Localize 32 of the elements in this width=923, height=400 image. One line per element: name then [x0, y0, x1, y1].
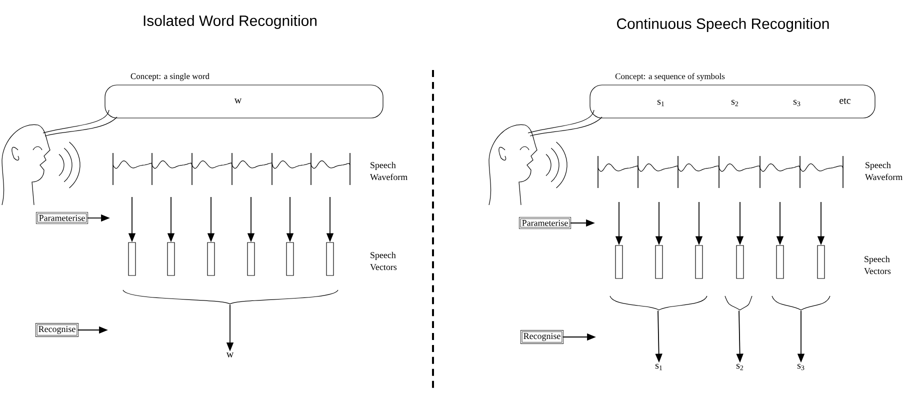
speech-vector-bar — [615, 245, 623, 279]
speech-vector-bar — [695, 245, 703, 279]
brace — [772, 296, 830, 310]
panel-title: Isolated Word Recognition — [144, 15, 316, 29]
brace — [724, 296, 752, 310]
side-label: Speech Waveform — [865, 162, 902, 180]
output-symbol: s$_{3}$ — [797, 364, 804, 370]
concept-caption: Concept: a sequence of symbols — [615, 73, 725, 81]
step-box: Recognise — [520, 330, 564, 344]
speech-vector-bar — [247, 242, 255, 276]
speech-vector-bar — [286, 242, 294, 276]
concept-caption: Concept: a single word — [130, 73, 210, 81]
speech-vector-bar — [167, 242, 175, 276]
step-box: Recognise — [35, 323, 79, 337]
speech-vector-bar — [207, 242, 215, 276]
speech-vector-bar — [326, 242, 334, 276]
speech-vector-bar — [817, 245, 825, 279]
speech-vector-bar — [655, 245, 663, 279]
step-box: Parameterise — [36, 212, 88, 224]
brace — [610, 296, 708, 310]
output-symbol: w — [226, 352, 234, 358]
output-symbol: s$_{1}$ — [655, 364, 662, 370]
output-symbol: s$_{2}$ — [736, 364, 744, 370]
side-label: Speech Vectors — [864, 256, 891, 274]
panel-title: Continuous Speech Recognition — [617, 18, 829, 32]
speech-vector-bar — [736, 245, 744, 279]
speech-vector-bar — [776, 245, 784, 279]
side-label: Speech Waveform — [370, 162, 408, 180]
brace — [122, 290, 338, 304]
side-label: Speech Vectors — [370, 252, 397, 270]
step-box: Parameterise — [518, 217, 572, 229]
speech-vector-bar — [128, 242, 136, 276]
